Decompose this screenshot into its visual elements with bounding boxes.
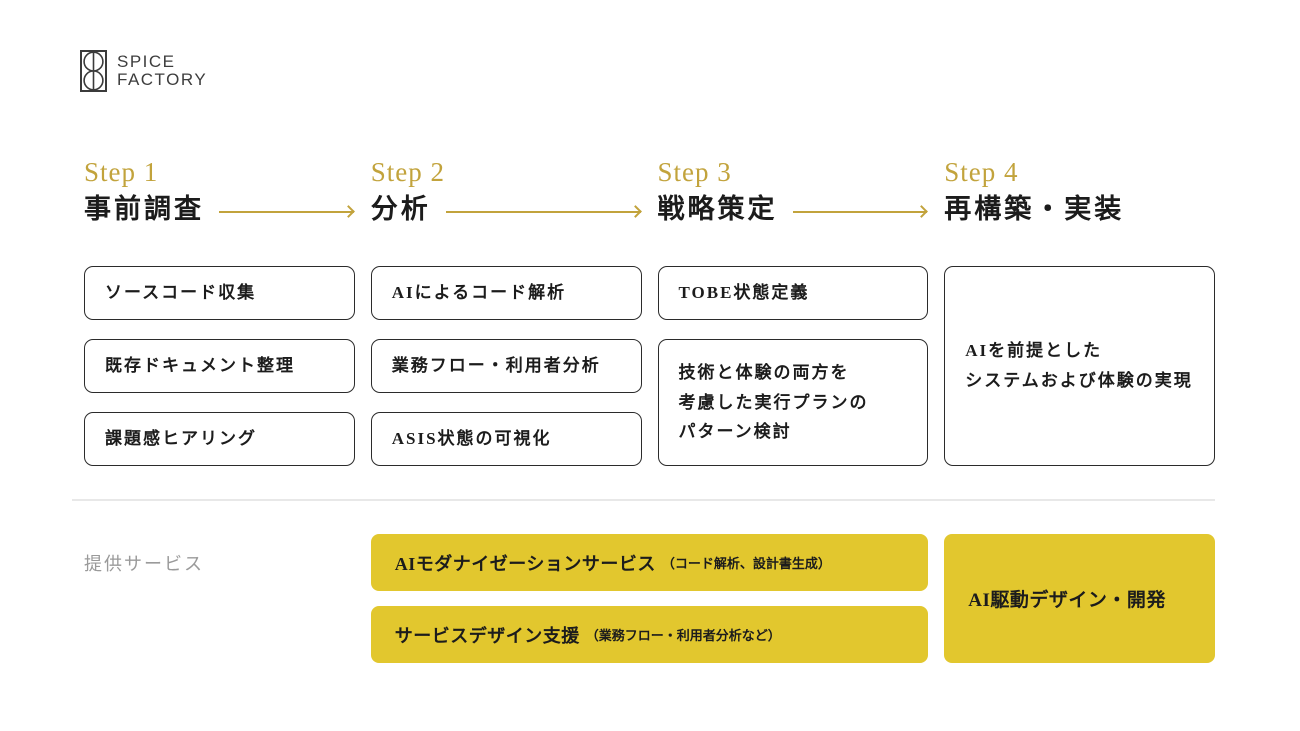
service-box: サービスデザイン支援 （業務フロー・利用者分析など）	[370, 606, 929, 663]
step-2-header: Step 2 分析	[371, 157, 642, 247]
step-3-label: Step 3	[657, 157, 732, 187]
arrow-right-icon	[792, 205, 929, 219]
step-1-title: 事前調査	[84, 194, 204, 225]
task-label: 技術と体験の両方を 考慮した実行プランの パターン検討	[678, 362, 869, 442]
task-label: AIによるコード解析	[391, 283, 567, 303]
task-label: AIを前提とした システムおよび体験の実現	[965, 341, 1193, 390]
step-3-header: Step 3 戦略策定	[658, 157, 929, 247]
logo: SPICE FACTORY	[80, 50, 1300, 92]
step-4-header: Step 4 再構築・実装	[944, 157, 1215, 247]
task-box: ASIS状態の可視化	[370, 412, 642, 466]
arrow-right-icon	[219, 205, 355, 219]
task-label: TOBE状態定義	[678, 283, 810, 303]
task-label: ASIS状態の可視化	[391, 429, 552, 449]
services-label: 提供サービス	[84, 553, 204, 574]
logo-line-1: SPICE	[117, 51, 176, 71]
arrow-right-icon	[445, 205, 642, 219]
step-4-title: 再構築・実装	[944, 194, 1125, 225]
service-name: AI駆動デザイン・開発	[968, 590, 1166, 611]
task-box: AIによるコード解析	[370, 266, 642, 320]
step-1-header: Step 1 事前調査	[84, 157, 355, 247]
task-label: 既存ドキュメント整理	[105, 356, 295, 376]
logo-line-2: FACTORY	[117, 70, 208, 89]
step-4-label: Step 4	[944, 157, 1019, 187]
service-detail: （コード解析、設計書生成）	[661, 556, 831, 571]
logo-wordmark: SPICE FACTORY	[117, 51, 208, 89]
service-detail: （業務フロー・利用者分析など）	[585, 628, 781, 643]
task-box: TOBE状態定義	[657, 266, 929, 320]
task-box: AIを前提とした システムおよび体験の実現	[944, 266, 1215, 466]
task-box: 課題感ヒアリング	[84, 412, 355, 466]
task-box: 既存ドキュメント整理	[84, 339, 355, 393]
section-divider	[72, 499, 1215, 501]
task-label: 業務フロー・利用者分析	[391, 356, 601, 376]
task-box: 技術と体験の両方を 考慮した実行プランの パターン検討	[657, 339, 929, 466]
task-label: ソースコード収集	[105, 283, 257, 303]
service-name: サービスデザイン支援	[394, 625, 580, 646]
services-grid: 提供サービス AIモダナイゼーションサービス （コード解析、設計書生成） サービ…	[84, 534, 1215, 663]
step-3-title: 戦略策定	[657, 194, 778, 225]
spice-factory-monogram-icon	[80, 50, 107, 92]
task-label: 課題感ヒアリング	[105, 429, 257, 449]
step-2-title: 分析	[370, 194, 431, 225]
task-box: ソースコード収集	[84, 266, 355, 320]
step-2-label: Step 2	[370, 157, 446, 187]
service-name: AIモダナイゼーションサービス	[394, 553, 656, 574]
step-1-label: Step 1	[84, 157, 159, 187]
service-box: AI駆動デザイン・開発	[944, 534, 1215, 663]
steps-grid: Step 1 事前調査 Step 2 分析 Step 3 戦略策定 Step 4…	[84, 157, 1215, 466]
task-box: 業務フロー・利用者分析	[370, 339, 642, 393]
service-box: AIモダナイゼーションサービス （コード解析、設計書生成）	[370, 534, 929, 591]
